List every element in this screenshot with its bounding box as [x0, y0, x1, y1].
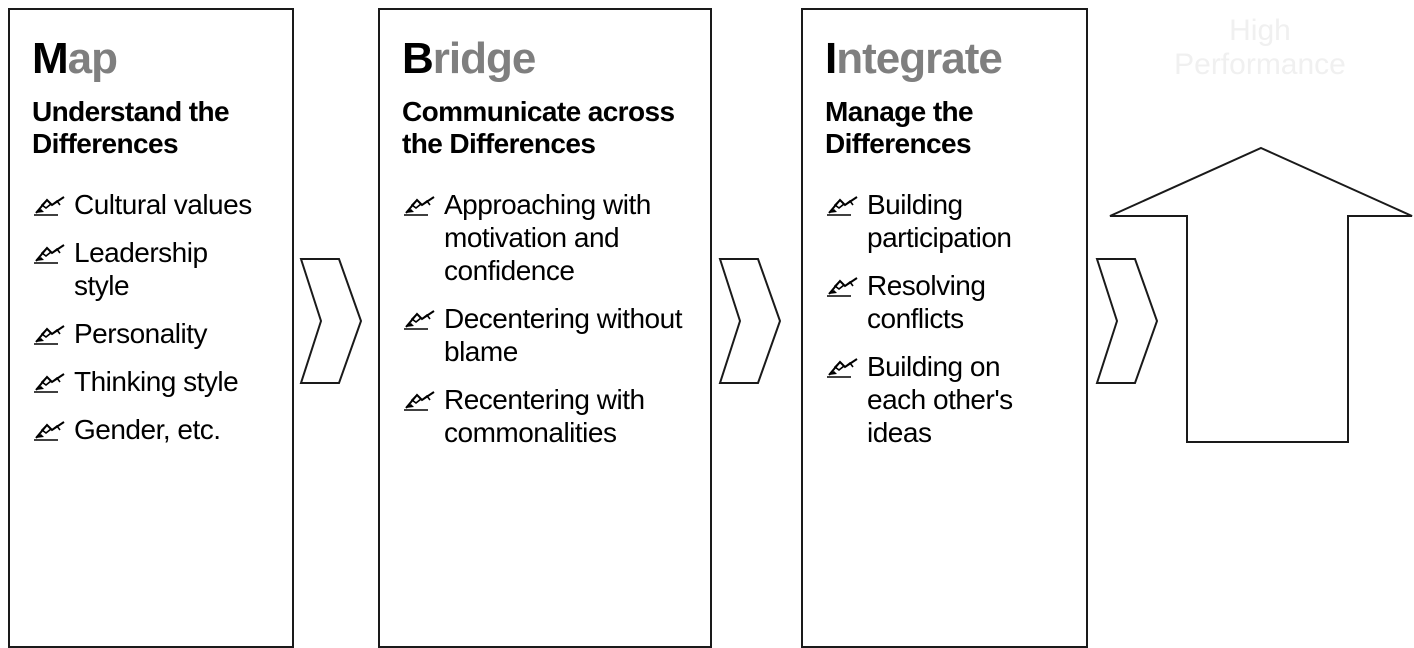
item-text-cont: conflicts [867, 303, 964, 334]
writing-hand-icon [32, 236, 74, 265]
writing-hand-icon [825, 188, 867, 217]
item-text-cont: motivation and confidence [444, 222, 620, 286]
writing-hand-icon [32, 413, 74, 442]
writing-hand-icon [32, 317, 74, 346]
panel-title: Map [32, 34, 118, 83]
list-item: Cultural values [32, 188, 294, 221]
item-text-cont: commonalities [444, 417, 617, 448]
item-text: Resolving [867, 270, 986, 301]
writing-hand-icon [402, 188, 444, 217]
arrow-up-icon [1109, 146, 1413, 443]
item-text: Leadership [74, 237, 208, 268]
item-text: Building on [867, 351, 1001, 382]
item-text-cont: each other's ideas [867, 384, 1013, 448]
list-item: Thinking style [32, 365, 294, 398]
list-item: Personality [32, 317, 294, 350]
writing-hand-icon [825, 269, 867, 298]
writing-hand-icon [402, 302, 444, 331]
list-item: Gender, etc. [32, 413, 294, 446]
panel-integrate: Integrate Manage the Differences Buildin… [801, 8, 1088, 648]
chevron-right-icon [718, 258, 782, 384]
high-performance-label: High Performance [1174, 14, 1346, 81]
writing-hand-icon [32, 188, 74, 217]
panel-title: Integrate [825, 34, 1003, 83]
panel-subtitle: Understand the Differences [32, 96, 230, 159]
item-text: Gender, etc. [74, 414, 221, 445]
panel-map: Map Understand the Differences Cultural … [8, 8, 294, 648]
item-text: Personality [74, 318, 208, 349]
panel-title: Bridge [402, 34, 536, 83]
item-text-cont: blame [444, 336, 518, 367]
writing-hand-icon [825, 350, 867, 379]
panel-subtitle: Manage the Differences [825, 96, 974, 159]
item-text: Decentering without [444, 303, 682, 334]
item-text-cont: style [74, 270, 130, 301]
panel-bridge: Bridge Communicate across the Difference… [378, 8, 712, 648]
item-text: Building [867, 189, 963, 220]
writing-hand-icon [402, 383, 444, 412]
chevron-right-icon [1095, 258, 1159, 384]
writing-hand-icon [32, 365, 74, 394]
panel-subtitle: Communicate across the Differences [402, 96, 675, 159]
item-text-cont: participation [867, 222, 1012, 253]
item-text: Thinking style [74, 366, 239, 397]
chevron-right-icon [299, 258, 363, 384]
item-text: Approaching with [444, 189, 651, 220]
item-text: Cultural values [74, 189, 252, 220]
item-text: Recentering with [444, 384, 645, 415]
